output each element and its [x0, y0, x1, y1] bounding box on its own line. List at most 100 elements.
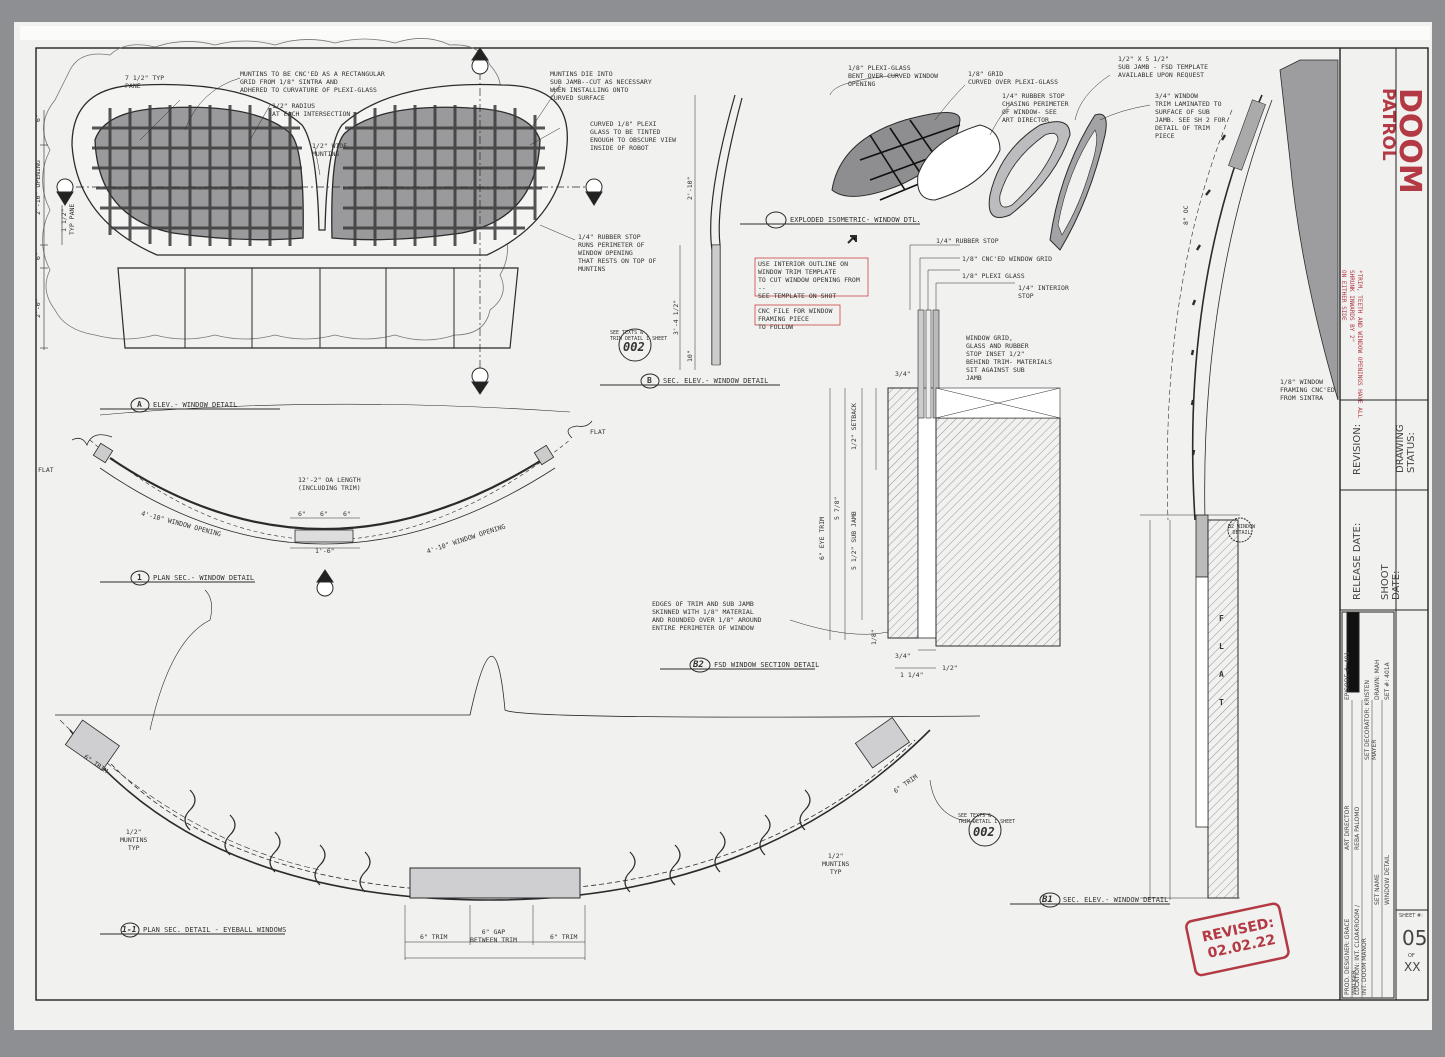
dim-6-top: 6" — [34, 114, 42, 122]
note-cnc-grid: 1/8" CNC'ED WINDOW GRID — [962, 255, 1053, 263]
plan-section-1 — [71, 403, 593, 597]
note-rubber-chasing: 1/4" RUBBER STOP CHASING PERIMETER OF WI… — [1002, 92, 1069, 124]
dim-34-a: 3/4" — [895, 370, 911, 378]
dim-eye-trim: 6" EYE TRIM — [818, 516, 826, 560]
note-interior-outline: USE INTERIOR OUTLINE ON WINDOW TRIM TEMP… — [758, 260, 860, 300]
note-radius: 1/2" RADIUS AT EACH INTERSECTION — [272, 102, 351, 118]
callout-box-cnc — [754, 304, 841, 326]
credit-9: LOCATION: INT. CLOAKROOM / INT. DOOM MAN… — [1354, 905, 1368, 995]
title-iso: EXPLODED ISOMETRIC- WINDOW DTL. — [790, 216, 921, 224]
dim-1-6-plan: 1'-6" — [315, 547, 335, 555]
credit-5: SET NAME — [1374, 874, 1381, 905]
of-label: OF — [1408, 953, 1415, 959]
total-sheets: XX — [1404, 960, 1421, 974]
dim-12: 1/2" — [942, 664, 958, 672]
note-muntins-cnc: MUNTINS TO BE CNC'ED AS A RECTANGULAR GR… — [240, 70, 385, 94]
ref-marker-1: 1 — [137, 573, 142, 582]
credit-7: SET #: 401A — [1384, 662, 1391, 700]
title-block-grid — [1340, 399, 1428, 999]
dim-18: 1/8" — [870, 629, 878, 645]
note-see-texts-1: SEE TEXTS & TRIM DETAIL 1 SHEET — [610, 330, 668, 342]
fsd-section-b2 — [789, 244, 1061, 669]
note-grid-glass-inset: WINDOW GRID, GLASS AND RUBBER STOP INSET… — [966, 334, 1053, 382]
dim-10-b: 10" — [686, 350, 694, 362]
paper-top-strip — [20, 26, 1430, 40]
section-b1 — [1140, 59, 1339, 900]
dim-6-plan-b: 6" — [320, 510, 328, 518]
sheet-number: 05 — [1402, 926, 1428, 950]
note-flat-left: FLAT — [38, 466, 54, 474]
elevation-a-window-detail — [40, 38, 603, 395]
dim-6-mid: 6" — [34, 252, 42, 260]
plan-section-1-1 — [55, 589, 981, 960]
note-trim-right: 6" TRIM — [550, 933, 578, 941]
note-window-framing: 1/8" WINDOW FRAMING CNC'ED FROM SINTRA — [1280, 378, 1335, 402]
dim-2-0: 2'-0" — [34, 298, 42, 318]
note-see-texts-2: SEE TEXTS & TRIM DETAIL 1 SHEET — [958, 813, 1016, 825]
ref-sheet-002-a: 002 — [623, 340, 645, 354]
dim-3-4-12-b: 3'-4 1/2" — [672, 299, 680, 335]
ref-marker-a: A — [137, 400, 142, 409]
note-grid-curved: 1/8" GRID CURVED OVER PLEXI-GLASS — [968, 70, 1059, 86]
note-typ-pane: 7 1/2" TYP PANE — [125, 74, 165, 90]
dim-5-78: 5 7/8" — [833, 496, 841, 520]
title-sec-b1: SEC. ELEV.- WINDOW DETAIL — [1063, 896, 1169, 904]
dim-34-b: 3/4" — [895, 652, 911, 660]
ref-marker-b2: B2 — [693, 660, 704, 670]
credit-8: EPISODE #: 401 — [1344, 651, 1351, 700]
note-b2-window-detail: B2 WINDOW DETAIL — [1228, 524, 1256, 536]
note-edges-trim: EDGES OF TRIM AND SUB JAMB SKINNED WITH … — [652, 600, 762, 632]
note-cnc-file: CNC FILE FOR WINDOW FRAMING PIECE TO FOL… — [758, 307, 833, 331]
credit-6: WINDOW DETAIL — [1384, 854, 1391, 905]
dim-8oc: 8" OC — [1182, 205, 1190, 225]
note-gap: 6" GAP BETWEEN TRIM — [470, 928, 517, 944]
dim-1-12: 1 1/2" — [60, 208, 68, 232]
shoot-date-label: SHOOT DATE: — [1380, 564, 1402, 600]
credit-4: DRAWN: MAH — [1374, 659, 1381, 700]
section-b — [679, 94, 743, 370]
release-date-label: RELEASE DATE: — [1352, 522, 1363, 600]
note-muntins-die: MUNTINS DIE INTO SUB JAMB--CUT AS NECESS… — [550, 70, 652, 102]
ref-marker-b1: B1 — [1042, 895, 1053, 905]
note-flat-vertical: F L A T — [1219, 614, 1224, 707]
note-wide-muntins: 1/2" WIDE MUNTINS — [312, 142, 348, 158]
revision-label: REVISION: — [1352, 423, 1363, 475]
note-rubber-stop: 1/4" RUBBER STOP RUNS PERIMETER OF WINDO… — [578, 233, 657, 273]
note-curved-plexi: CURVED 1/8" PLEXI GLASS TO BE TINTED ENO… — [590, 120, 677, 152]
title-plan-1-1: PLAN SEC. DETAIL - EYEBALL WINDOWS — [143, 926, 287, 934]
dim-2-10-b: 2'-10" — [686, 176, 694, 200]
sheet-label: SHEET #: — [1399, 913, 1423, 919]
note-plexi-bent: 1/8" PLEXI-GLASS BENT OVER CURVED WINDOW… — [848, 64, 939, 88]
ref-marker-1-1: 1-1 — [122, 925, 137, 934]
note-muntins-typ-left: 1/2" MUNTINS TYP — [120, 828, 148, 852]
dim-setback: 1/2" SETBACK — [850, 403, 858, 450]
note-rubber-stop-short: 1/4" RUBBER STOP — [936, 237, 999, 245]
title-sec-b: SEC. ELEV.- WINDOW DETAIL — [663, 377, 769, 385]
note-sub-jamb-fsd: 1/2" X 5 1/2" SUB JAMB - FSD TEMPLATE AV… — [1118, 55, 1209, 79]
note-interior-stop: 1/4" INTERIOR STOP — [1018, 284, 1069, 300]
note-window-trim: 3/4" WINDOW TRIM LAMINATED TO SURFACE OF… — [1155, 92, 1226, 140]
note-trim-left: 6" TRIM — [420, 933, 448, 941]
note-oa-length: 12'-2" OA LENGTH (INCLUDING TRIM) — [298, 476, 361, 492]
revised-stamp — [1185, 902, 1290, 977]
note-flat-right: FLAT — [590, 428, 606, 436]
dim-6-plan-c: 6" — [343, 510, 351, 518]
logo-doom: DOOM — [1392, 88, 1427, 194]
note-muntins-typ-right: 1/2" MUNTINS TYP — [822, 852, 850, 876]
callout-box-interior — [754, 257, 869, 297]
drawing-status-label: DRAWING STATUS: — [1395, 424, 1417, 473]
dim-typ-pane: TYP PANE — [68, 203, 76, 235]
logo-patrol: PATROL — [1378, 88, 1398, 161]
dim-sub-jamb: 5 1/2" SUB JAMB — [850, 511, 858, 570]
ref-marker-b: B — [647, 376, 652, 385]
exploded-isometric — [829, 74, 1151, 251]
title-fsd-b2: FSD WINDOW SECTION DETAIL — [714, 661, 820, 669]
credit-2: REBA PALOMO — [1354, 806, 1361, 850]
title-block-columns — [1351, 700, 1383, 998]
dim-1-14: 1 1/4" — [900, 671, 924, 679]
title-plan-1: PLAN SEC.- WINDOW DETAIL — [153, 574, 255, 582]
dim-opening-2-10: 2'-10" OPENING — [34, 160, 42, 215]
title-elev-a: ELEV.- WINDOW DETAIL — [153, 401, 238, 409]
